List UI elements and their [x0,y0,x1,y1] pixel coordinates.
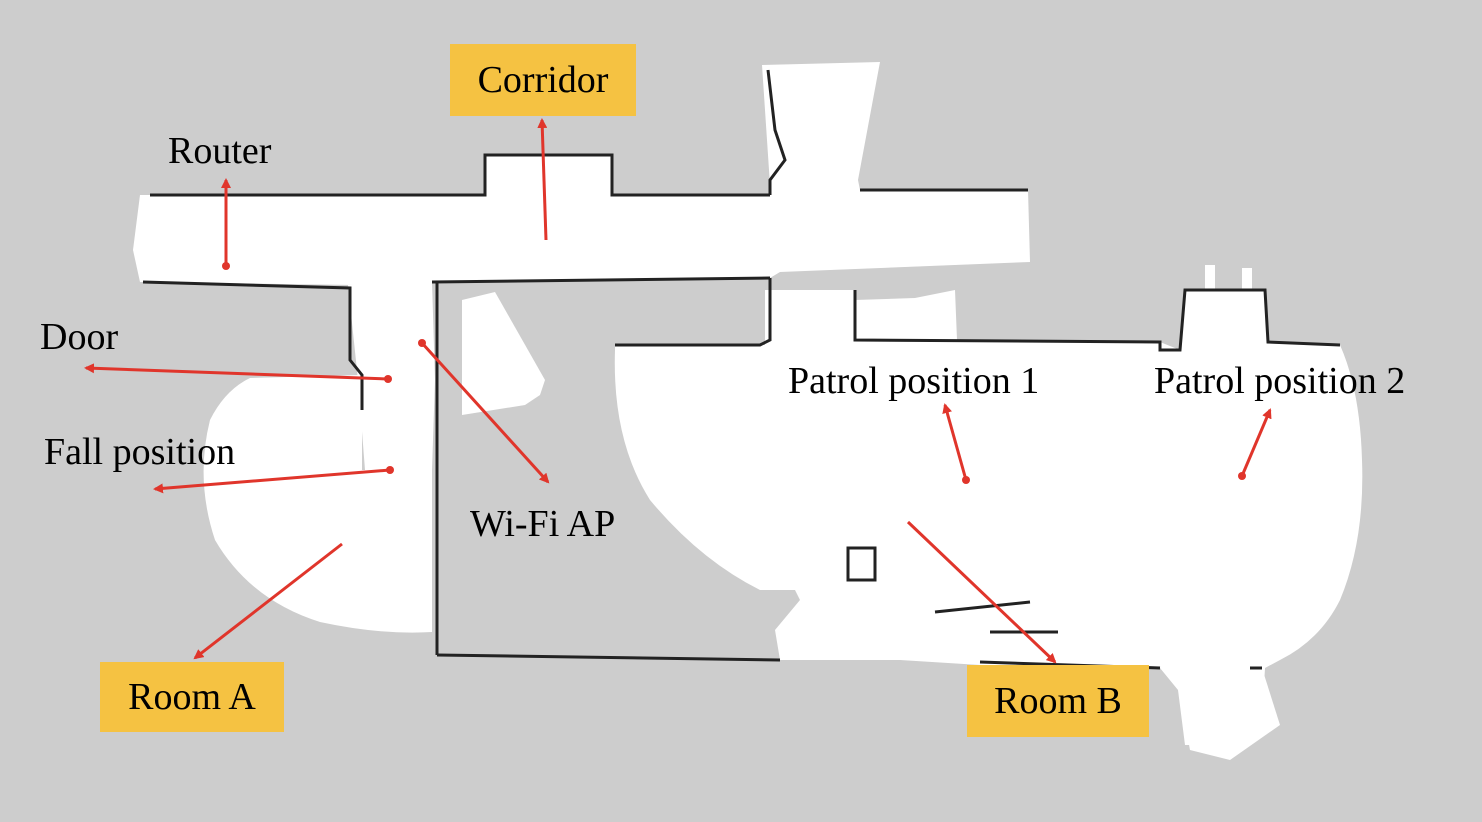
wifi-ap-label: Wi-Fi AP [470,503,616,545]
corridor-top-wall [150,153,770,197]
door-dot [384,375,392,383]
patrol-2-dot [1238,472,1246,480]
fall-position-dot [386,466,394,474]
inner-room-bottom-wall [436,653,781,662]
wifi-ap-dot [418,339,426,347]
room-b-top-wall [853,288,1341,352]
inner-room-right-wall [615,278,772,347]
corridor-upper-arm-wall [766,69,787,195]
router-label: Router [168,130,272,172]
door-arrow [84,363,389,381]
free-space [133,62,1363,760]
fall-position-arrow [153,468,391,494]
room-a-label: Room A [100,662,284,732]
door-label: Door [40,316,119,358]
room-b-lower-scan [1175,668,1280,760]
walls [142,69,1341,670]
room-a-arrow [193,542,343,660]
room-a-area [203,375,432,633]
patrol-position-1-label: Patrol position 1 [788,360,1040,402]
room-b-arrow [906,520,1057,664]
patrol-2-arrow [1240,408,1272,477]
annotation-arrows [84,118,1272,664]
room-b-bottom-wall [934,600,1031,614]
corridor-arrow [537,118,548,241]
router-stub [1205,265,1215,290]
router-dot [222,262,230,270]
fall-position-label: Fall position [44,431,236,473]
room-b-label: Room B [967,665,1149,737]
corridor-room-divider-wall [431,276,771,284]
wifi-ap-arrow [420,341,550,484]
room-b-area [614,290,1363,745]
patrol-1-arrow [942,403,968,481]
room-a-passage [348,282,435,470]
corridor-area [133,62,1030,290]
annotation-dots [222,262,1246,484]
router-stub-2 [1242,268,1252,290]
wifi-ap-scan [462,292,545,415]
patrol-1-dot [962,476,970,484]
corridor-label: Corridor [450,44,636,116]
patrol-position-2-label: Patrol position 2 [1154,360,1406,402]
corridor-bottom-wall [142,280,364,410]
room-b-inner-box [846,546,877,582]
